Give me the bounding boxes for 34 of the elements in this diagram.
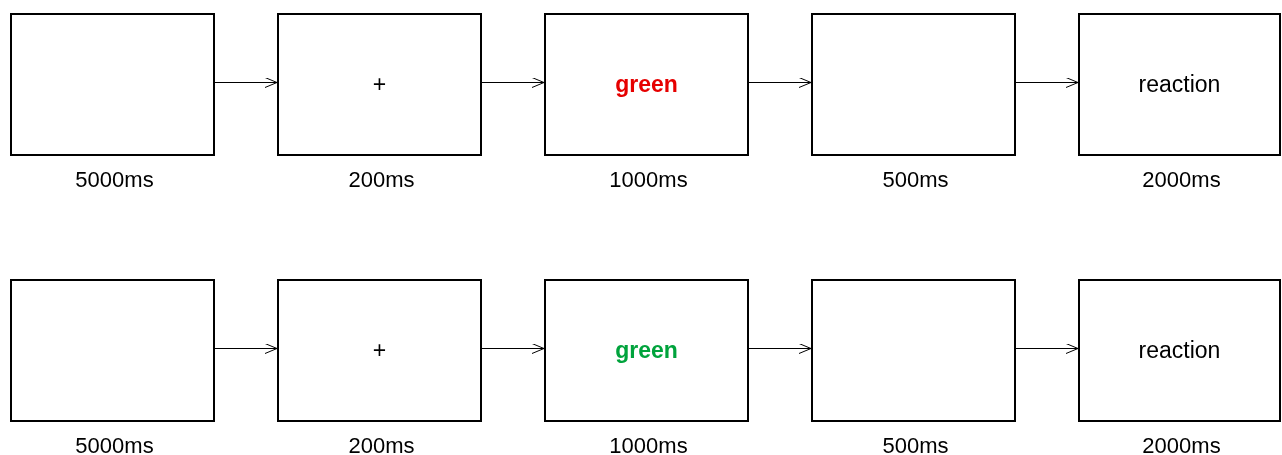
duration-label: 500ms: [881, 167, 950, 193]
duration-label: 200ms: [347, 167, 416, 193]
color-word: green: [615, 337, 678, 364]
arrow: [1015, 343, 1079, 354]
arrow: [748, 343, 812, 354]
stimulus-screen: [1078, 279, 1281, 422]
blank-screen: [10, 279, 215, 422]
stimulus-screen: [544, 13, 749, 156]
screen-text: reaction: [1138, 337, 1221, 364]
duration-label: 5000ms: [74, 167, 155, 193]
stimulus-screen: [277, 279, 482, 422]
blank-screen: [811, 13, 1016, 156]
arrow: [214, 77, 278, 88]
screen-text: +: [372, 337, 387, 364]
duration-label: 2000ms: [1141, 167, 1222, 193]
arrow: [214, 343, 278, 354]
duration-label: 1000ms: [608, 167, 689, 193]
screen-text: reaction: [1138, 71, 1221, 98]
duration-label: 200ms: [347, 433, 416, 455]
stimulus-screen: [277, 13, 482, 156]
stimulus-screen: [544, 279, 749, 422]
duration-label: 5000ms: [74, 433, 155, 455]
stimulus-screen: [1078, 13, 1281, 156]
blank-screen: [10, 13, 215, 156]
duration-label: 1000ms: [608, 433, 689, 455]
arrow: [1015, 77, 1079, 88]
duration-label: 2000ms: [1141, 433, 1222, 455]
blank-screen: [811, 279, 1016, 422]
screen-text: +: [372, 71, 387, 98]
color-word: green: [615, 71, 678, 98]
duration-label: 500ms: [881, 433, 950, 455]
arrow: [481, 343, 545, 354]
arrow: [481, 77, 545, 88]
arrow: [748, 77, 812, 88]
